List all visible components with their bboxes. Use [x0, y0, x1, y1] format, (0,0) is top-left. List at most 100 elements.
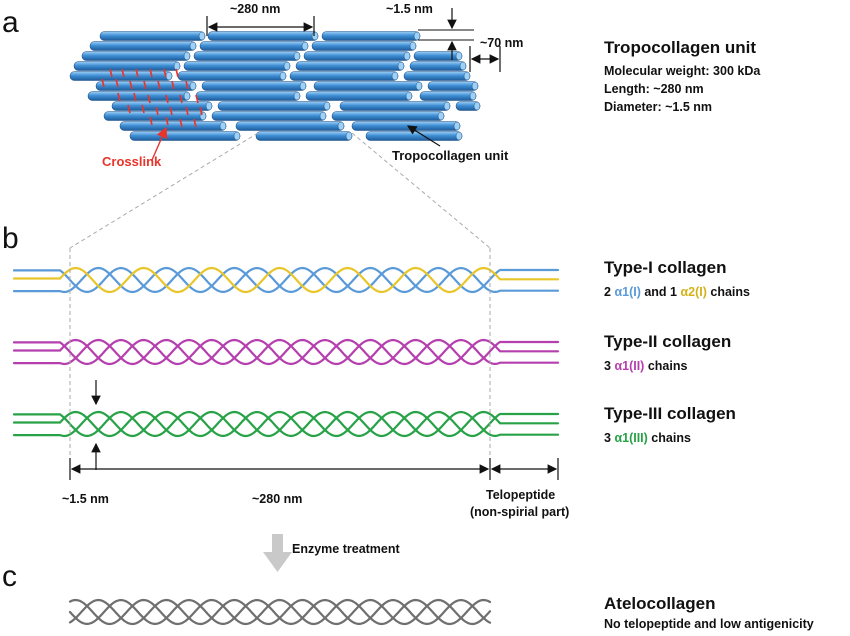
type-ii-chains: 3 α1(II) chains: [604, 359, 688, 373]
helix-strand: [68, 598, 492, 626]
tropocollagen-rod: [87, 91, 191, 101]
panel-b-dimensions: [69, 380, 559, 480]
crosslink-tick: [143, 80, 147, 90]
crosslink-tick: [121, 68, 125, 78]
panel-letter-c: c: [2, 560, 17, 593]
dim-length-label: ~280 nm: [230, 2, 281, 16]
type-iii-title: Type-III collagen: [604, 404, 736, 423]
panel-a-dimensions: [151, 8, 501, 161]
telopeptide-label: Telopeptide: [486, 488, 556, 502]
crosslink-tick: [185, 80, 189, 90]
tropocollagen-rod: [183, 61, 291, 71]
tropocollagen-rod: [81, 51, 191, 61]
tropocollagen-info-line: Length: ~280 nm: [604, 82, 704, 96]
crosslink-tick: [163, 68, 167, 78]
panel-letter-a: a: [2, 6, 19, 39]
tropocollagen-rod: [321, 31, 421, 41]
tropocollagen-rod: [89, 41, 197, 51]
tropocollagen-rod: [455, 101, 481, 111]
enzyme-arrow: [263, 534, 292, 572]
helix-diameter-label: ~1.5 nm: [62, 492, 109, 506]
chain-a1-ii: α1(II): [614, 359, 645, 373]
crosslink-tick: [165, 94, 169, 104]
helix-strand: [12, 410, 560, 438]
crosslink-tick: [175, 68, 179, 78]
tropocollagen-rod: [207, 31, 319, 41]
helix-strand: [12, 266, 560, 294]
dim-diameter-label: ~1.5 nm: [386, 2, 433, 16]
tropocollagen-rod: [199, 41, 309, 51]
tropocollagen-rod: [103, 111, 207, 121]
tropocollagen-rod: [403, 71, 471, 81]
type-i-title: Type-I collagen: [604, 258, 727, 277]
helix-strand: [12, 266, 560, 294]
tropocollagen-rod: [427, 81, 479, 91]
tropocollagen-rod: [303, 51, 411, 61]
crosslink-tick: [115, 78, 119, 88]
crosslink-tick: [109, 68, 113, 78]
crosslink-tick: [179, 94, 183, 104]
crosslink-tick: [141, 104, 145, 114]
crosslink-tick: [117, 92, 121, 102]
tropocollagen-info-line: Diameter: ~1.5 nm: [604, 100, 713, 114]
helix-strand: [12, 267, 560, 293]
tropocollagen-rod: [413, 51, 463, 61]
telopeptide-sublabel: (non-spirial part): [470, 505, 570, 519]
tropocollagen-rod: [193, 51, 301, 61]
tropocollagen-rod: [195, 91, 301, 101]
atelocollagen-subtitle: No telopeptide and low antigenicity: [604, 617, 814, 631]
crosslink-tick: [127, 104, 131, 114]
crosslink-tick: [193, 118, 197, 128]
tropocollagen-rod: [305, 91, 413, 101]
tropocollagen-rod: [289, 71, 399, 81]
tropocollagen-rod: [365, 131, 463, 141]
tropocollagen-rod: [255, 131, 353, 141]
tropocollagen-rod: [111, 101, 213, 111]
panel-letter-b: b: [2, 222, 19, 255]
type-iii-chains: 3 α1(III) chains: [604, 431, 691, 445]
tropocollagen-rod: [129, 131, 241, 141]
tropocollagen-rod: [211, 111, 327, 121]
tropocollagen-rod: [295, 61, 405, 71]
type-i-chains: 2 α1(I) and 1 α2(I) chains: [604, 285, 750, 299]
crosslink-tick: [157, 80, 161, 90]
helix-strand: [12, 411, 560, 437]
tropocollagen-rod: [339, 101, 451, 111]
crosslink-tick: [147, 94, 151, 104]
tropocollagen-rod: [409, 61, 467, 71]
tropocollagen-rod: [177, 71, 287, 81]
tropocollagen-rod: [419, 91, 477, 101]
atelocollagen-helix: [68, 598, 492, 626]
tropocollagen-unit-label: Tropocollagen unit: [392, 148, 509, 163]
tropocollagen-info-title: Tropocollagen unit: [604, 38, 757, 57]
tropocollagen-rod: [73, 61, 181, 71]
crosslink-tick: [199, 106, 203, 116]
tropocollagen-rod: [313, 81, 423, 91]
chain-a1-iii: α1(III): [614, 431, 648, 445]
helix-strand: [12, 410, 560, 438]
crosslink-tick: [169, 106, 173, 116]
helix-strand: [12, 338, 560, 366]
type-ii-title: Type-II collagen: [604, 332, 732, 351]
type-ii-helix: [12, 338, 560, 366]
tropocollagen-rod: [69, 71, 173, 81]
helix-strand: [68, 598, 492, 626]
zoom-guide-lines: [69, 132, 491, 462]
tropocollagen-rod: [201, 81, 307, 91]
dim-gap-label: ~70 nm: [480, 36, 524, 50]
tropocollagen-rod: [99, 31, 206, 41]
helix-length-label: ~280 nm: [252, 492, 303, 506]
type-iii-helix: [12, 410, 560, 438]
tropocollagen-rod: [119, 121, 227, 131]
type-i-helix: [12, 266, 560, 294]
crosslink-tick: [171, 80, 175, 90]
tropocollagen-rod: [311, 41, 417, 51]
crosslink-tick: [179, 118, 183, 128]
helix-strand: [12, 338, 560, 366]
helix-strand: [12, 339, 560, 365]
crosslink-tick: [149, 68, 153, 78]
tropocollagen-rod: [331, 111, 445, 121]
tropocollagen-rod: [351, 121, 461, 131]
tropocollagen-rod: [217, 101, 331, 111]
